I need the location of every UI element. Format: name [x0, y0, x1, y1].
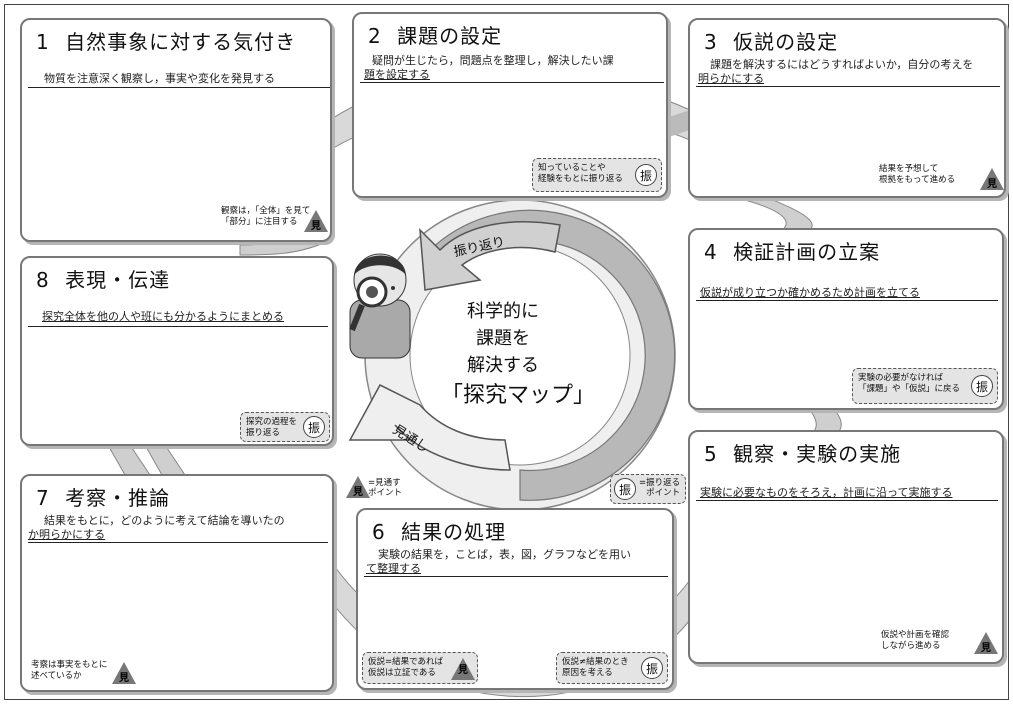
mi-badge-icon: 見: [304, 210, 328, 232]
furi-badge-icon: 振: [635, 164, 657, 186]
step-7-number: 7: [36, 486, 50, 510]
step-3-note-text: 結果を予想して 根拠をもって進める: [879, 164, 956, 185]
step-box-7: 7 考察・推論 結果をもとに，どのように考えて結論を導いたの か明らかにする 考…: [20, 474, 334, 692]
furikaeri-arrow: [419, 221, 561, 291]
step-1-underline: [28, 87, 330, 88]
mitooshi-arrow: [348, 384, 511, 471]
step-8-number: 8: [36, 268, 50, 292]
step-7-note-text: 考察は事実をもとに 述べているか: [31, 660, 108, 681]
step-1-title: 1 自然事象に対する気付き: [36, 26, 296, 55]
mi-badge-char: 見: [119, 673, 129, 684]
step-5-title-text: 観察・実験の実施: [733, 442, 902, 466]
step-3-note: 結果を予想して 根拠をもって進める: [874, 160, 980, 190]
person-with-magnifier-illustration: [349, 253, 411, 359]
center-line-1: 科学的に: [467, 301, 539, 322]
step-8-title-text: 表現・伝達: [65, 268, 171, 292]
furi-badge-icon: 振: [971, 375, 993, 397]
step-2-desc-line2: 題を設定する: [364, 68, 430, 81]
step-4-title: 4 検証計画の立案: [704, 236, 880, 265]
mi-badge-icon: 見: [980, 168, 1004, 190]
center-line-2: 課題を: [476, 328, 530, 349]
step-8-note-text: 探究の過程を 振り返る: [246, 417, 298, 438]
step-7-underline: [28, 542, 328, 543]
step-1-title-text: 自然事象に対する気付き: [65, 30, 297, 54]
page-frame: [4, 4, 1009, 700]
step-4-underline: [696, 300, 998, 301]
step-6-title-text: 結果の処理: [401, 520, 507, 544]
step-2-note: 知っていることや 経験をもとに振り返る 振: [532, 158, 662, 192]
center-heading: 科学的に 課題を 解決する: [448, 298, 558, 379]
step-6-note-left: 仮説=結果であれば 仮説は立証である 見: [362, 652, 478, 684]
step-8-underline: [28, 326, 328, 327]
step-box-5: 5 観察・実験の実施 実験に必要なものをそろえ，計画に沿って実施する 仮説や計画…: [688, 430, 1004, 664]
step-5-number: 5: [704, 442, 718, 466]
step-5-title: 5 観察・実験の実施: [704, 438, 901, 467]
legend-furi-icon: 振: [614, 478, 636, 500]
mi-badge-icon: 見: [112, 662, 136, 684]
step-box-1: 1 自然事象に対する気付き 物質を注意深く観察し，事実や変化を発見する 観察は，…: [20, 18, 332, 242]
legend-mi-char: 見: [353, 487, 363, 498]
step-5-desc: 実験に必要なものをそろえ，計画に沿って実施する: [700, 486, 953, 499]
step-7-title-text: 考察・推論: [65, 486, 171, 510]
center-line-3: 解決する: [467, 355, 539, 376]
step-6-title: 6 結果の処理: [372, 516, 506, 545]
step-box-4: 4 検証計画の立案 仮説が成り立つか確かめるため計画を立てる 実験の必要がなけれ…: [688, 228, 1004, 410]
step-box-2: 2 課題の設定 疑問が生じたら，問題点を整理し，解決したい課 題を設定する 知っ…: [352, 12, 668, 198]
step-8-title: 8 表現・伝達: [36, 264, 170, 293]
step-5-note: 仮説や計画を確認 しながら進める: [876, 626, 974, 656]
step-3-number: 3: [704, 30, 718, 54]
step-6-note-left-text: 仮説=結果であれば 仮説は立証である: [368, 657, 444, 678]
flow-band-left: [107, 444, 186, 476]
furi-badge-icon: 振: [641, 657, 663, 679]
step-1-note-text: 観察は，「全体」を見て 「部分」に注目する: [221, 206, 311, 227]
step-6-note-right: 仮説≠結果のとき 原因を考える 振: [556, 652, 668, 684]
step-4-note-text: 実験の必要がなければ 「課題」や「仮説」に戻る: [858, 373, 961, 394]
step-2-title-text: 課題の設定: [397, 24, 503, 48]
step-5-underline: [696, 500, 998, 501]
step-3-desc-line1: 課題を解決するにはどうすればよいか，自分の考えを: [710, 58, 974, 71]
step-box-6: 6 結果の処理 実験の結果を，ことば，表，図，グラフなどを用い て整理する 仮説…: [356, 508, 674, 690]
step-4-note: 実験の必要がなければ 「課題」や「仮説」に戻る 振: [852, 368, 998, 404]
step-4-number: 4: [704, 240, 718, 264]
step-2-note-text: 知っていることや 経験をもとに振り返る: [538, 163, 623, 184]
mi-badge-icon: 見: [974, 632, 998, 654]
map-title: 「探究マップ」: [440, 383, 595, 408]
mi-badge-char: 見: [458, 665, 468, 676]
step-8-note: 探究の過程を 振り返る 振: [240, 412, 330, 442]
step-4-desc: 仮説が成り立つか確かめるため計画を立てる: [700, 286, 920, 299]
step-2-underline: [360, 82, 664, 83]
legend-mi-icon: 見: [346, 476, 370, 498]
step-2-title: 2 課題の設定: [368, 20, 502, 49]
mi-badge-char: 見: [987, 179, 997, 190]
step-3-underline: [696, 86, 1000, 87]
step-8-desc: 探究全体を他の人や班にも分かるようにまとめる: [42, 310, 284, 323]
step-4-title-text: 検証計画の立案: [733, 240, 881, 264]
step-1-desc: 物質を注意深く観察し，事実や変化を発見する: [44, 72, 275, 85]
legend-furi-text: =振り返る ポイント: [639, 478, 681, 498]
step-7-desc-line1: 結果をもとに，どのように考えて結論を導いたの: [44, 514, 285, 527]
step-7-desc-line2: か明らかにする: [28, 528, 106, 541]
step-box-3: 3 仮説の設定 課題を解決するにはどうすればよいか，自分の考えを 明らかにする …: [688, 18, 1006, 198]
step-5-note-text: 仮説や計画を確認 しながら進める: [881, 630, 950, 651]
mi-badge-icon: 見: [451, 658, 475, 680]
step-2-number: 2: [368, 24, 382, 48]
mi-badge-char: 見: [981, 643, 991, 654]
step-1-number: 1: [36, 30, 50, 54]
step-3-desc-line2: 明らかにする: [698, 72, 765, 85]
legend-furi: 振 =振り返る ポイント: [610, 474, 686, 504]
step-6-note-right-text: 仮説≠結果のとき 原因を考える: [562, 657, 629, 678]
step-7-title: 7 考察・推論: [36, 482, 170, 511]
legend-mi-text: =見通す ポイント: [368, 478, 403, 498]
step-6-desc-line1: 実験の結果を，ことば，表，図，グラフなどを用い: [378, 548, 631, 561]
step-6-number: 6: [372, 520, 386, 544]
step-3-title-text: 仮説の設定: [733, 30, 839, 54]
step-6-desc-line2: て整理する: [366, 562, 421, 575]
mi-badge-char: 見: [311, 221, 321, 232]
step-3-title: 3 仮説の設定: [704, 26, 838, 55]
step-box-8: 8 表現・伝達 探究全体を他の人や班にも分かるようにまとめる 探究の過程を 振り…: [20, 256, 334, 446]
furi-badge-icon: 振: [303, 416, 325, 438]
step-2-desc-line1: 疑問が生じたら，問題点を整理し，解決したい課: [372, 54, 614, 67]
step-6-underline: [364, 576, 668, 577]
